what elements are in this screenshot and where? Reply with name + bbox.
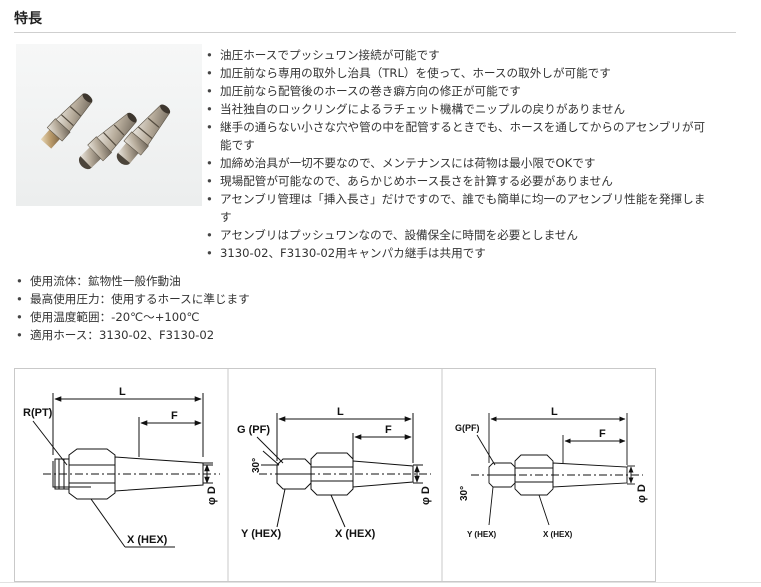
feature-list: 油圧ホースでプッシュワン接続が可能です 加圧前なら専用の取外し治具（TRL）を使… — [204, 46, 714, 262]
drawing-1 — [32, 393, 220, 548]
drawing-2-thread-label: G (PF) — [237, 424, 270, 436]
feature-item: 当社独自のロックリングによるラチェット機構でニップルの戻りがありません — [204, 100, 714, 118]
product-photo — [16, 44, 202, 206]
spec-item: 使用温度範囲：-20℃～+100℃ — [14, 308, 250, 326]
drawing-3-hex-x-label: X (HEX) — [543, 530, 573, 539]
spec-list: 使用流体：鉱物性一般作動油 最高使用圧力：使用するホースに準じます 使用温度範囲… — [14, 272, 250, 344]
drawing-3-insert-label: F — [599, 428, 606, 440]
drawing-3-thread-label: G(PF) — [455, 423, 480, 433]
drawing-2 — [256, 413, 431, 528]
drawing-1-length-label: L — [119, 386, 126, 398]
fitting-1 — [40, 93, 93, 149]
drawing-2-insert-label: F — [385, 424, 392, 436]
drawing-2-angle-label: 30° — [251, 458, 262, 473]
drawing-3-diameter-label: φ D — [636, 484, 648, 503]
drawing-2-diameter-label: φ D — [420, 486, 432, 505]
drawing-3-length-label: L — [551, 406, 558, 418]
drawing-3-hex-y-label: Y (HEX) — [467, 530, 497, 539]
drawing-1-thread-label: R(PT) — [23, 407, 53, 419]
feature-item: アセンブリ管理は「挿入長さ」だけですので、誰でも簡単に均一のアセンブリ性能を発揮… — [204, 190, 714, 226]
bottom-divider — [0, 582, 761, 583]
drawing-1-hex-label: X (HEX) — [127, 534, 168, 546]
feature-item: 3130-02、F3130-02用キャンパカ継手は共用です — [204, 244, 714, 262]
feature-item: アセンブリはプッシュワンなので、設備保全に時間を必要としません — [204, 226, 714, 244]
drawing-3-angle-label: 30° — [459, 486, 470, 501]
drawing-1-diameter-label: φ D — [206, 486, 218, 505]
dimension-drawings: L F R(PT) X (HEX) φ D — [14, 368, 656, 582]
fitting-3 — [116, 104, 171, 165]
drawing-3 — [471, 413, 643, 526]
title-divider — [14, 32, 736, 33]
feature-item: 加圧前なら配管後のホースの巻き癖方向の修正が可能です — [204, 82, 714, 100]
feature-item: 油圧ホースでプッシュワン接続が可能です — [204, 46, 714, 64]
spec-item: 適用ホース：3130-02、F3130-02 — [14, 326, 250, 344]
spec-item: 使用流体：鉱物性一般作動油 — [14, 272, 250, 290]
section-title: 特長 — [14, 11, 42, 27]
spec-item: 最高使用圧力：使用するホースに準じます — [14, 290, 250, 308]
feature-item: 加締め治具が一切不要なので、メンテナンスには荷物は最小限でOKです — [204, 154, 714, 172]
fittings-illustration — [40, 93, 171, 170]
drawing-2-length-label: L — [337, 406, 344, 418]
drawing-1-insert-label: F — [171, 410, 178, 422]
feature-item: 加圧前なら専用の取外し治具（TRL）を使って、ホースの取外しが可能です — [204, 64, 714, 82]
fitting-2 — [78, 112, 137, 170]
feature-item: 継手の通らない小さな穴や管の中を配管するときでも、ホースを通してからのアセンブリ… — [204, 118, 714, 154]
feature-item: 現場配管が可能なので、あらかじめホース長さを計算する必要がありません — [204, 172, 714, 190]
drawing-2-hex-x-label: X (HEX) — [335, 528, 376, 540]
drawing-2-hex-y-label: Y (HEX) — [241, 528, 281, 540]
